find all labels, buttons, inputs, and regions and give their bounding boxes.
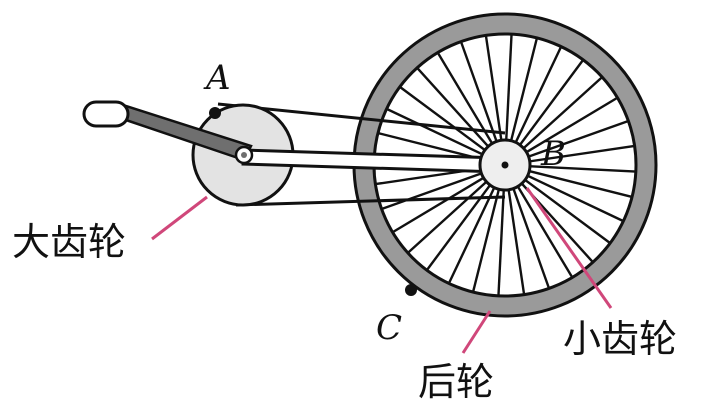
big-gear-pointer [151, 195, 208, 241]
wheel-spoke [504, 34, 513, 160]
pedal [82, 100, 130, 128]
wheel-spoke [507, 59, 585, 161]
big-gear-label: 大齿轮 [12, 220, 126, 264]
wheel-spoke [509, 167, 611, 245]
wheel-spoke [510, 144, 635, 166]
wheel-spoke [509, 166, 624, 223]
crank-pivot-center [241, 152, 247, 158]
small-gear-pointer [525, 187, 613, 309]
wheel-spoke [505, 37, 539, 160]
wheel-spoke [436, 51, 503, 161]
point-c-dot [405, 284, 417, 296]
wheel-spoke [510, 164, 636, 173]
wheel-spoke [504, 170, 526, 295]
rear-wheel-pointer [461, 310, 492, 354]
wheel-spoke [381, 165, 500, 211]
chain-lower-strand [235, 195, 506, 207]
wheel-spoke [497, 170, 506, 296]
wheel-spoke [399, 85, 501, 163]
wheel-spoke [471, 170, 505, 293]
chain-upper-strand [217, 102, 506, 135]
wheel-spoke [447, 169, 504, 284]
rear-wheel-label: 后轮 [418, 360, 494, 404]
wheel-spoke [459, 41, 505, 160]
point-c-label: C [376, 308, 402, 348]
wheel-spoke [508, 76, 603, 162]
callout-pointers [151, 187, 613, 354]
wheel-spoke [510, 119, 629, 165]
wheel-spoke [508, 168, 594, 263]
wheel-spoke [416, 67, 502, 162]
wheel-spoke [505, 170, 551, 289]
wheel-spoke [407, 168, 502, 254]
wheel-spoke [386, 107, 501, 164]
wheel-spoke [510, 165, 633, 199]
wheel-spoke [507, 169, 574, 279]
wheel-spoke [509, 96, 619, 163]
point-a-label: A [203, 58, 231, 98]
small-gear-axle-dot [501, 161, 509, 169]
point-b-label: B [540, 134, 566, 174]
wheel-spoke [425, 169, 503, 271]
chain [217, 102, 506, 207]
wheel-spoke [506, 46, 563, 161]
point-a-dot [209, 107, 221, 119]
rear-wheel [352, 12, 658, 318]
small-gear-label: 小齿轮 [563, 317, 677, 361]
small-gear [478, 138, 532, 192]
pedal-assembly [82, 100, 254, 165]
wheel-spoke [484, 35, 506, 160]
